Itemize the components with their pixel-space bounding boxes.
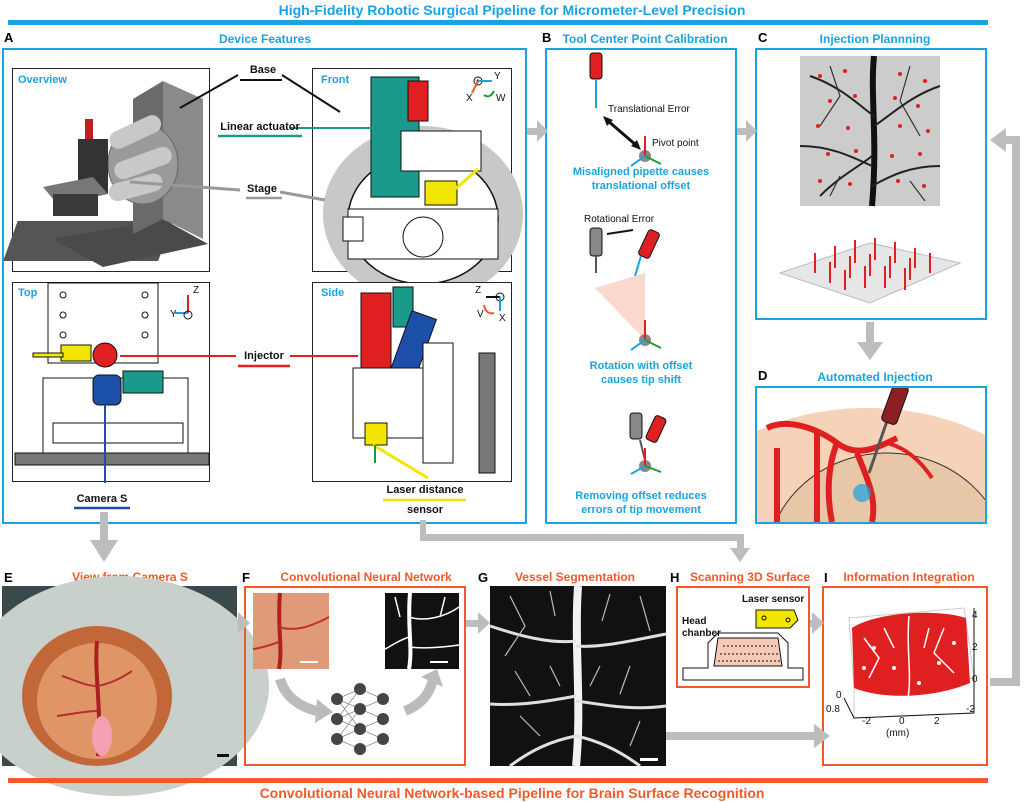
panel-f-title: Convolutional Neural Network [280, 570, 452, 584]
robot-overview-illustration [3, 81, 208, 267]
top-label: Top [18, 287, 38, 299]
overview-view-box: Overview [3, 68, 210, 272]
panel-d-frame [755, 386, 987, 524]
top-view-box: Top Z Y [12, 282, 210, 483]
top-divider-bar [8, 20, 988, 25]
top-axis-y: Y [170, 309, 177, 320]
panel-a-title: Device Features [218, 32, 312, 46]
callout-laser-line1: Laser distance [386, 484, 464, 496]
front-axis-x: X [466, 93, 473, 104]
robot-front-illustration [323, 76, 523, 302]
i-x-unit: (mm) [886, 728, 910, 739]
head-chanber-label-line1: Head [682, 616, 707, 627]
pivot-point-label: Pivot point [652, 138, 699, 149]
panel-f-frame [244, 586, 466, 766]
i-ztick-neg2: -2 [966, 704, 975, 715]
tcp-caption-1-line1: Misaligned pipette causes [572, 166, 710, 178]
panel-c-frame [755, 48, 987, 320]
vessel-segmentation-image [489, 585, 667, 768]
robot-top-illustration [14, 282, 210, 483]
i-xtick-neg2: -2 [862, 716, 871, 727]
tcp-caption-2-line2: causes tip shift [600, 374, 682, 386]
callout-camera-s: Camera S [76, 493, 128, 505]
panel-i-title: Information Integration [843, 570, 975, 584]
figure-footer-title: Convolutional Neural Network-based Pipel… [259, 785, 765, 801]
tcp-calibration-illustration [589, 52, 667, 475]
i-xtick-0: 0 [899, 716, 905, 727]
front-axis-y: Y [494, 71, 501, 82]
side-axis-v: V [477, 309, 484, 320]
front-view-box: Front Y X W [312, 68, 523, 302]
tcp-caption-3-line1: Removing offset reduces [575, 490, 707, 502]
injection-plan-3d-surface [778, 238, 962, 304]
panel-c-title: Injection Plannning [819, 32, 931, 46]
camera-view-image [0, 576, 269, 796]
i-ztick-2: 2 [972, 642, 978, 653]
i-ztick-4: 4 [972, 610, 978, 621]
i-ytick-0: 0 [836, 690, 842, 701]
head-chanber-label-line2: chanber [682, 628, 721, 639]
tcp-caption-3-line2: errors of tip movement [581, 504, 701, 516]
side-axis-z: Z [475, 285, 482, 296]
side-axes-icon [483, 292, 505, 315]
panel-h-letter: H [670, 570, 680, 585]
integration-3d-plot [843, 607, 975, 719]
translational-error-label: Translational Error [608, 104, 690, 115]
panel-b-letter: B [542, 30, 552, 45]
side-axis-x: X [499, 313, 506, 324]
tcp-caption-2-line1: Rotation with offset [589, 360, 693, 372]
top-axis-z: Z [193, 285, 200, 296]
robot-side-illustration [352, 286, 496, 480]
callout-laser-line2: sensor [406, 504, 444, 516]
callout-linear-actuator: Linear actuator [220, 121, 300, 133]
panel-d-title: Automated Injection [817, 370, 933, 384]
panel-h-frame [676, 586, 810, 688]
panel-c-letter: C [758, 30, 768, 45]
callout-stage: Stage [247, 183, 277, 195]
panel-e-letter: E [4, 570, 13, 585]
scanning-3d-illustration [682, 609, 804, 681]
panel-g-letter: G [478, 570, 489, 585]
callout-base: Base [249, 64, 277, 76]
side-label: Side [321, 287, 345, 299]
panel-h-title: Scanning 3D Surface [689, 570, 811, 584]
panel-a-frame [2, 48, 527, 524]
i-ztick-0: 0 [972, 674, 978, 685]
bottom-divider-bar [8, 778, 988, 783]
panel-d-letter: D [758, 368, 768, 383]
panel-g-title: Vessel Segmentation [514, 570, 636, 584]
injection-plan-vessel-map [799, 55, 941, 207]
panel-b-frame [545, 48, 737, 524]
tcp-caption-1-line2: translational offset [591, 180, 691, 192]
panel-f-letter: F [242, 570, 250, 585]
panel-i-frame [822, 586, 988, 766]
cnn-illustration [252, 592, 460, 755]
laser-sensor-label: Laser sensor [742, 594, 805, 605]
rotational-error-label: Rotational Error [584, 214, 655, 225]
panel-a-letter: A [4, 30, 14, 45]
panel-i-letter: I [824, 570, 828, 585]
figure-title: High-Fidelity Robotic Surgical Pipeline … [278, 2, 746, 18]
front-axes-icon [471, 76, 495, 98]
callout-injector: Injector [244, 350, 284, 362]
overview-label: Overview [18, 74, 67, 86]
i-ytick-08: 0.8 [826, 704, 840, 715]
automated-injection-illustration [757, 388, 985, 522]
front-axis-w: W [496, 93, 506, 104]
top-axes-icon [175, 295, 193, 320]
front-label: Front [321, 74, 350, 86]
panel-b-title: Tool Center Point Calibration [562, 32, 728, 46]
i-xtick-2: 2 [934, 716, 940, 727]
side-view-box: Side Z V X [312, 282, 512, 482]
